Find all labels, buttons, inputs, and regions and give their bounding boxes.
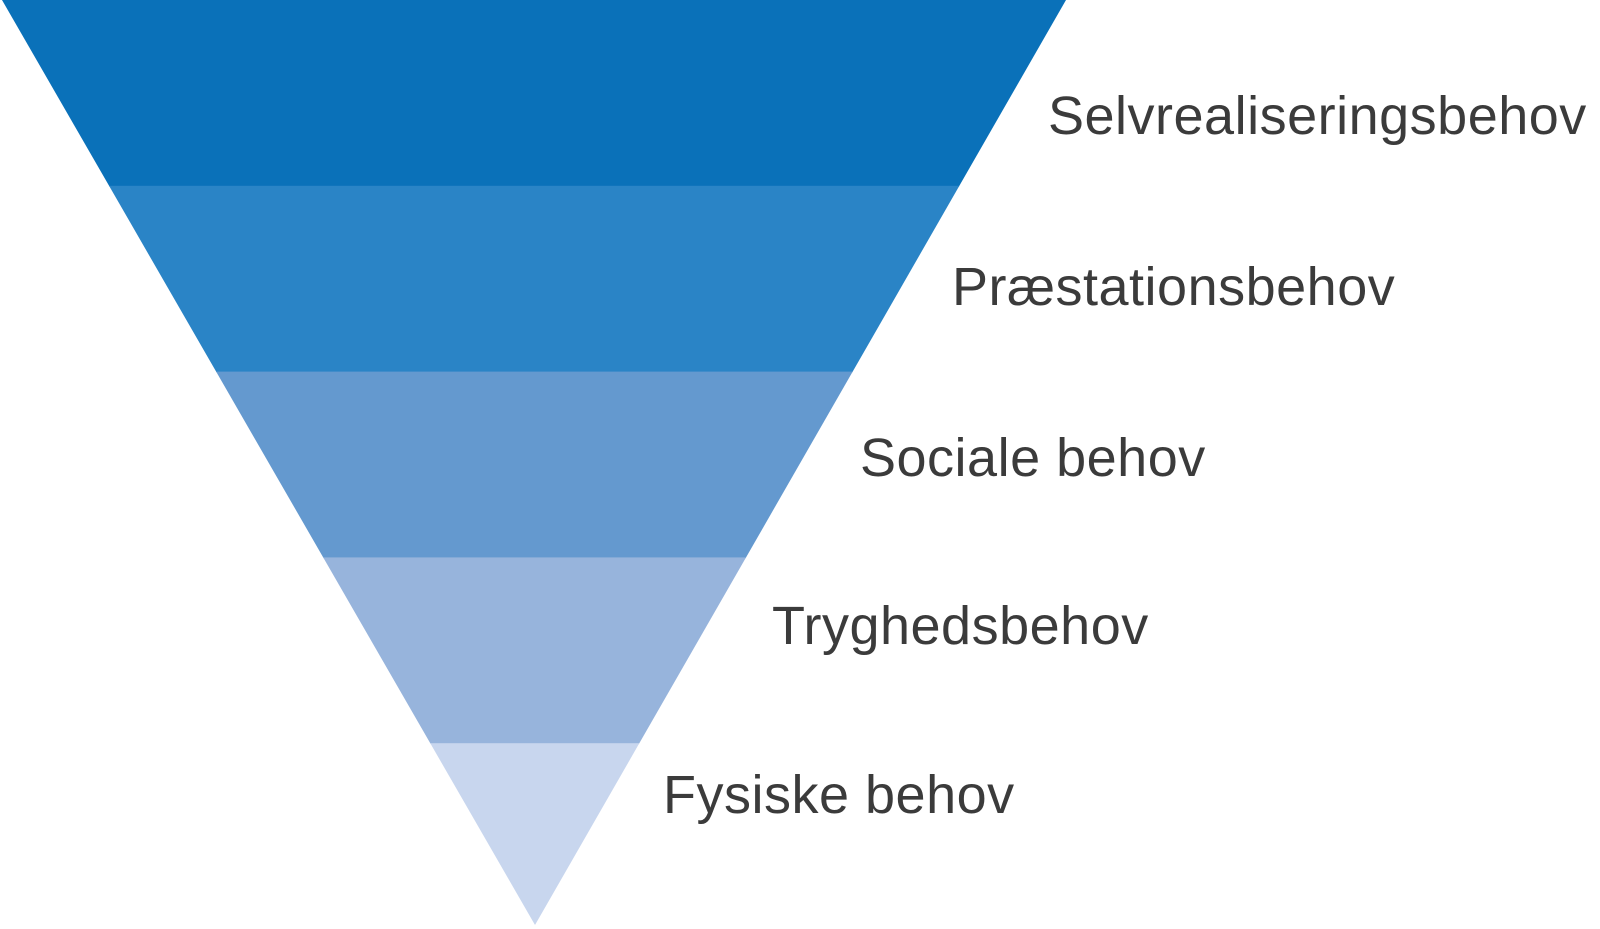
level-label-selvrealiseringsbehov: Selvrealiseringsbehov — [1048, 86, 1587, 146]
level-label-praestationsbehov: Præstationsbehov — [952, 257, 1396, 317]
level-label-sociale-behov: Sociale behov — [860, 428, 1206, 488]
level-label-fysiske-behov: Fysiske behov — [663, 765, 1015, 825]
pyramid-band-2 — [2, 371, 1066, 559]
level-label-tryghedsbehov: Tryghedsbehov — [772, 596, 1149, 656]
pyramid-band-0 — [2, 0, 1066, 187]
